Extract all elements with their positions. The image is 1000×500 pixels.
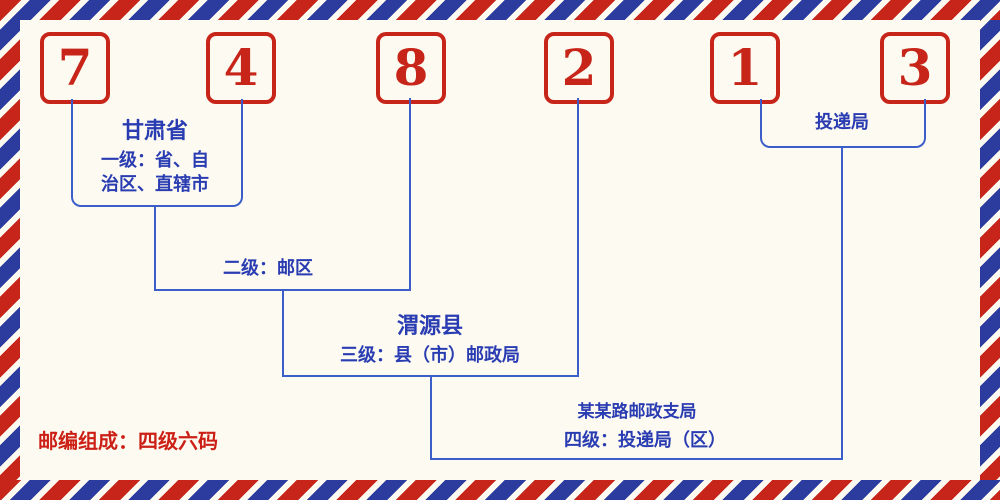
digit-box-6: 3	[880, 32, 950, 104]
level1-desc-line2: 治区、直辖市	[101, 174, 209, 195]
level2-desc-label: 二级：邮区	[223, 258, 313, 279]
digit-6: 3	[897, 38, 933, 97]
airmail-border-top	[0, 0, 1000, 20]
level4-connector-drop-line	[430, 375, 432, 460]
digit-3: 8	[393, 38, 429, 97]
digit-4: 2	[561, 38, 597, 97]
level3-county-label: 渭源县	[396, 314, 464, 339]
level1-province-label: 甘肃省	[121, 119, 189, 144]
level4-connector-bracket-line	[841, 146, 843, 460]
digit-box-2: 4	[206, 32, 276, 104]
level4-branch-label: 某某路邮政支局	[577, 402, 697, 422]
level3-desc-label: 三级：县（市）邮政局	[340, 345, 520, 366]
digit-2: 4	[223, 38, 259, 97]
digit-5: 1	[727, 38, 763, 97]
level4-connector-horizontal-line	[430, 458, 843, 460]
digit-box-1: 7	[40, 32, 110, 104]
digit-1: 7	[57, 38, 93, 97]
level1-bracket-line	[71, 99, 243, 207]
airmail-border-bottom	[0, 480, 1000, 500]
digit-box-3: 8	[376, 32, 446, 104]
level3-connector-digit-line	[577, 98, 579, 377]
level4-bracket-line	[760, 99, 926, 148]
postal-code-composition-note: 邮编组成：四级六码	[38, 429, 218, 453]
level3-connector-drop-line	[282, 289, 284, 377]
level1-desc-line1: 一级：省、自	[101, 150, 209, 171]
airmail-border-left	[0, 0, 20, 500]
digit-box-4: 2	[544, 32, 614, 104]
level2-connector-digit-line	[409, 98, 411, 291]
level4-desc-label: 四级：投递局（区）	[564, 430, 726, 451]
airmail-border-right	[980, 0, 1000, 500]
digit-box-5: 1	[710, 32, 780, 104]
level4-office-label: 投递局	[815, 112, 869, 133]
level2-connector-drop-line	[154, 205, 156, 291]
